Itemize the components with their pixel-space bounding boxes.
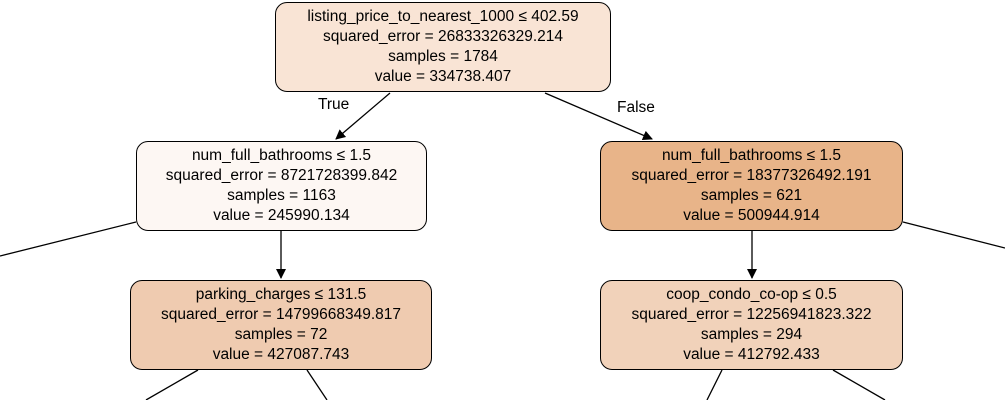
node-value: value = 245990.134 — [213, 207, 350, 224]
tree-node-right-left: coop_condo_co-op ≤ 0.5 squared_error = 1… — [600, 280, 903, 370]
node-split-condition: num_full_bathrooms ≤ 1.5 — [191, 147, 372, 164]
node-split-condition: parking_charges ≤ 131.5 — [195, 286, 367, 303]
node-value: value = 334738.407 — [374, 68, 512, 85]
node-split-condition: coop_condo_co-op ≤ 0.5 — [666, 286, 837, 303]
node-samples: samples = 294 — [700, 326, 803, 343]
node-squared-error: squared_error = 26833326329.214 — [322, 28, 563, 45]
edge-right-outgoing — [902, 221, 1005, 249]
node-samples: samples = 621 — [700, 187, 803, 204]
edge-right-left-outgoing-b — [832, 369, 886, 400]
tree-node-left-left: parking_charges ≤ 131.5 squared_error = … — [130, 280, 432, 370]
node-value: value = 412792.433 — [683, 346, 820, 363]
node-squared-error: squared_error = 12256941823.322 — [631, 306, 872, 323]
node-samples: samples = 72 — [234, 326, 328, 343]
node-value: value = 500944.914 — [683, 207, 820, 224]
edge-root-to-right — [544, 92, 653, 141]
node-squared-error: squared_error = 14799668349.817 — [160, 306, 401, 323]
node-squared-error: squared_error = 18377326492.191 — [631, 167, 872, 184]
edge-label-false: False — [617, 99, 655, 116]
edge-left-left-outgoing-a — [145, 369, 199, 400]
tree-node-left: num_full_bathrooms ≤ 1.5 squared_error =… — [136, 141, 427, 231]
edge-left-outgoing — [0, 221, 137, 257]
node-split-condition: listing_price_to_nearest_1000 ≤ 402.59 — [307, 8, 579, 25]
tree-node-root: listing_price_to_nearest_1000 ≤ 402.59 s… — [275, 2, 611, 92]
tree-node-right: num_full_bathrooms ≤ 1.5 squared_error =… — [600, 141, 903, 231]
node-samples: samples = 1784 — [388, 48, 498, 65]
node-squared-error: squared_error = 8721728399.842 — [165, 167, 398, 184]
edge-root-to-left — [335, 92, 391, 140]
node-samples: samples = 1163 — [227, 187, 336, 204]
node-split-condition: num_full_bathrooms ≤ 1.5 — [661, 147, 842, 164]
node-value: value = 427087.743 — [212, 346, 350, 363]
edge-right-left-outgoing-a — [706, 369, 723, 400]
edge-label-true: True — [318, 96, 350, 113]
edge-left-left-outgoing-b — [306, 369, 328, 400]
